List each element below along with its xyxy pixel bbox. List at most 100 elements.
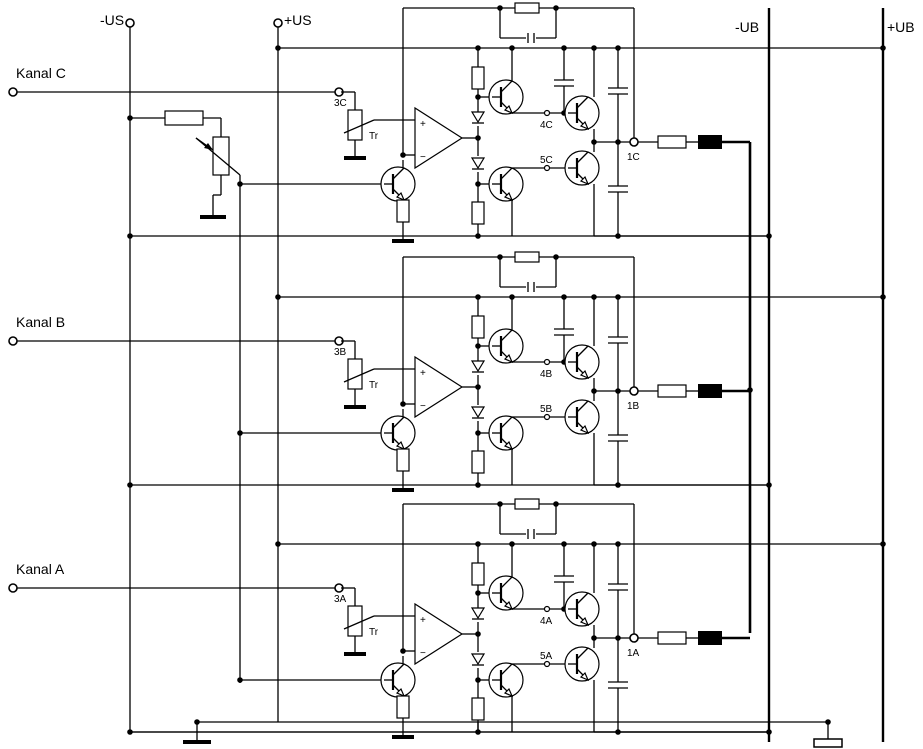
junction-dot bbox=[275, 541, 281, 547]
pin-upper bbox=[543, 109, 551, 117]
trimmer-resistor bbox=[347, 109, 363, 141]
junction-dot bbox=[127, 729, 133, 735]
output-inductor bbox=[698, 135, 722, 149]
bias-diode bbox=[471, 607, 485, 620]
trimmer-arrow bbox=[343, 119, 375, 134]
bias-diode bbox=[471, 406, 485, 419]
labels-layer: -US +US -UB +UB bbox=[100, 12, 915, 35]
output-transistor-lower bbox=[563, 645, 601, 683]
label-minus-ub: -UB bbox=[735, 19, 759, 35]
op-amp-plus-sign: + bbox=[420, 368, 426, 379]
pin-upper-label: 4A bbox=[540, 616, 553, 627]
ground-terminal bbox=[813, 738, 843, 748]
junction-dot bbox=[497, 254, 503, 260]
bias-diode bbox=[471, 157, 485, 170]
junction-dot bbox=[475, 233, 481, 239]
input-pin-label: 3B bbox=[334, 347, 347, 358]
output-resistor bbox=[657, 631, 687, 645]
junction-dot bbox=[127, 482, 133, 488]
input-terminal bbox=[8, 583, 18, 593]
input-terminal bbox=[8, 87, 18, 97]
pin-lower bbox=[543, 660, 551, 668]
output-transistor-upper bbox=[563, 343, 601, 381]
op-amp bbox=[414, 106, 464, 170]
junction-dot bbox=[237, 430, 243, 436]
op-amp bbox=[414, 602, 464, 666]
terminal-plus-us bbox=[273, 18, 283, 28]
emitter-resistor bbox=[396, 448, 410, 472]
trimmer-arrow bbox=[343, 368, 375, 383]
junction-dot bbox=[475, 384, 481, 390]
junction-dot bbox=[400, 152, 406, 158]
junction-dot bbox=[497, 501, 503, 507]
junction-dot bbox=[475, 135, 481, 141]
output-pin-label: 1A bbox=[627, 648, 640, 659]
op-amp-minus-sign: − bbox=[420, 648, 426, 659]
junction-dot bbox=[615, 482, 621, 488]
junction-dot bbox=[275, 45, 281, 51]
junction-dot bbox=[400, 648, 406, 654]
junction-dot bbox=[400, 401, 406, 407]
junction-dot bbox=[880, 294, 886, 300]
junction-dot bbox=[591, 294, 597, 300]
op-amp-plus-sign: + bbox=[420, 615, 426, 626]
feedback-resistor bbox=[514, 2, 540, 14]
output-pin-label: 1C bbox=[627, 152, 640, 163]
trimmer-arrow bbox=[343, 615, 375, 630]
trimmer-resistor bbox=[347, 605, 363, 637]
op-amp bbox=[414, 355, 464, 419]
junction-dot bbox=[475, 482, 481, 488]
pin-upper-label: 4B bbox=[540, 369, 553, 380]
output-inductor bbox=[698, 384, 722, 398]
emitter-resistor bbox=[396, 695, 410, 719]
junction-dot bbox=[825, 719, 831, 725]
feedback-resistor bbox=[514, 251, 540, 263]
bias-diode bbox=[471, 111, 485, 124]
input-pin-label: 3A bbox=[334, 594, 347, 605]
junction-dot bbox=[509, 541, 515, 547]
feedback-resistor bbox=[514, 498, 540, 510]
pin-lower bbox=[543, 164, 551, 172]
label-plus-ub: +UB bbox=[887, 19, 915, 35]
channel-label: Kanal B bbox=[16, 314, 65, 330]
driver-bias-resistor bbox=[471, 315, 485, 339]
junction-dot bbox=[880, 541, 886, 547]
output-transistor-upper bbox=[563, 94, 601, 132]
pot-wiper-arrow bbox=[204, 143, 213, 150]
input-pin-label: 3C bbox=[334, 98, 347, 109]
junction-dot bbox=[615, 729, 621, 735]
junction-dot bbox=[127, 233, 133, 239]
label-plus-us: +US bbox=[284, 12, 312, 28]
junction-dot bbox=[880, 45, 886, 51]
driver-bias-resistor bbox=[471, 450, 485, 474]
junction-dot bbox=[553, 254, 559, 260]
channel-label: Kanal A bbox=[16, 561, 65, 577]
driver-transistor-lower bbox=[487, 414, 525, 452]
output-terminal bbox=[629, 386, 639, 396]
junction-dot bbox=[509, 294, 515, 300]
junction-dot bbox=[237, 181, 243, 187]
op-amp-minus-sign: − bbox=[420, 152, 426, 163]
output-terminal bbox=[629, 633, 639, 643]
label-minus-us: -US bbox=[100, 12, 124, 28]
output-inductor bbox=[698, 631, 722, 645]
junction-dot bbox=[615, 233, 621, 239]
pot-series-resistor bbox=[164, 110, 204, 126]
bias-diode bbox=[471, 653, 485, 666]
pin-lower-label: 5B bbox=[540, 404, 553, 415]
driver-bias-resistor bbox=[471, 201, 485, 225]
driver-transistor-lower bbox=[487, 661, 525, 699]
input-transistor bbox=[379, 414, 417, 452]
output-transistor-lower bbox=[563, 398, 601, 436]
junction-dot bbox=[591, 45, 597, 51]
bias-diode bbox=[471, 360, 485, 373]
output-pin-label: 1B bbox=[627, 401, 640, 412]
pot-wiper-line bbox=[195, 137, 241, 176]
input-transistor bbox=[379, 661, 417, 699]
junction-dot bbox=[509, 45, 515, 51]
junction-dot bbox=[591, 541, 597, 547]
junction-dot bbox=[553, 501, 559, 507]
